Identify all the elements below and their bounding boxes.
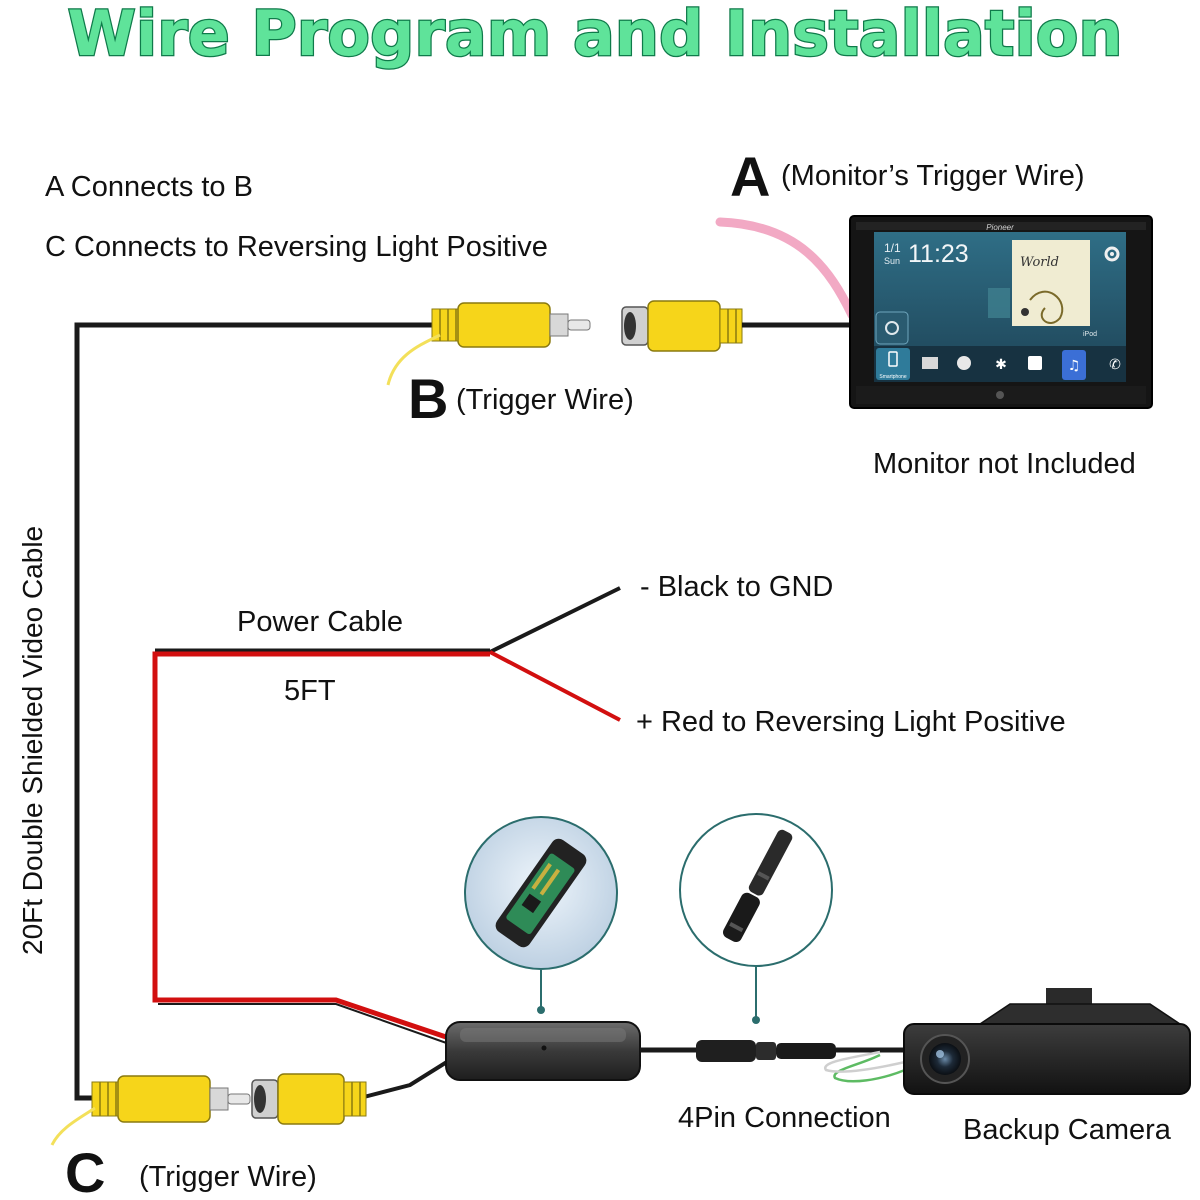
monitor-brand: Pioneer — [986, 223, 1014, 232]
rca-socket-c — [251, 1073, 367, 1125]
control-module-inset — [464, 816, 618, 1014]
pin-connection-label: 4Pin Connection — [678, 1102, 891, 1134]
monitor-footer-label: iPod — [1083, 331, 1097, 338]
black-gnd-wire — [489, 586, 621, 654]
power-cable-sheath — [158, 1003, 456, 1047]
white-wire — [824, 1050, 906, 1073]
label-c-letter: C — [65, 1141, 105, 1200]
monitor-note: Monitor not Included — [873, 448, 1136, 480]
vertical-cable-label: 20Ft Double Shielded Video Cable — [17, 526, 48, 955]
label-b-letter: B — [408, 367, 448, 430]
trigger-wire-c — [50, 1106, 96, 1146]
label-a-text: (Monitor’s Trigger Wire) — [781, 160, 1084, 192]
monitor-day: Sun — [884, 256, 900, 266]
backup-camera-label: Backup Camera — [963, 1114, 1172, 1146]
control-module — [445, 1021, 641, 1081]
power-length-label: 5FT — [284, 675, 336, 707]
rca-socket-monitor — [621, 300, 743, 352]
trigger-wire-a — [715, 217, 857, 320]
rca-plug-c — [91, 1075, 251, 1123]
rca-plug-b — [431, 302, 591, 348]
monitor-smartphone-label: Smartphone — [879, 374, 906, 380]
four-pin-connector — [696, 1040, 836, 1062]
red-reverse-label: + Red to Reversing Light Positive — [636, 706, 1066, 738]
svg-text:✱: ✱ — [995, 357, 1007, 373]
video-cable-to-module — [359, 1058, 452, 1100]
power-cable-label: Power Cable — [237, 606, 403, 638]
gear-icon — [1104, 246, 1120, 262]
note-a-connects-b: A Connects to B — [45, 171, 253, 203]
svg-text:♫: ♫ — [1068, 358, 1081, 374]
backup-camera — [903, 988, 1191, 1095]
black-gnd-label: - Black to GND — [640, 571, 833, 603]
monitor-time: 11:23 — [908, 240, 969, 268]
label-b-text: (Trigger Wire) — [456, 384, 634, 416]
note-c-connects-reverse: C Connects to Reversing Light Positive — [45, 231, 548, 263]
four-pin-connector-inset — [679, 813, 833, 1024]
green-wire — [833, 1053, 906, 1083]
head-unit-monitor: Pioneer 1/1 Sun 11:23 World iPod Smartph… — [849, 215, 1153, 409]
monitor-date: 1/1 — [884, 241, 901, 255]
red-reverse-wire — [489, 650, 621, 722]
label-a-letter: A — [730, 145, 770, 208]
power-cable-red — [152, 651, 490, 1043]
page-title: Wire Program and Installation — [68, 0, 1123, 70]
video-cable — [74, 322, 440, 1101]
trigger-wire-b — [386, 333, 441, 386]
monitor-album-text: World — [1020, 255, 1059, 270]
label-c-text: (Trigger Wire) — [139, 1161, 317, 1193]
svg-text:✆: ✆ — [1109, 357, 1121, 373]
